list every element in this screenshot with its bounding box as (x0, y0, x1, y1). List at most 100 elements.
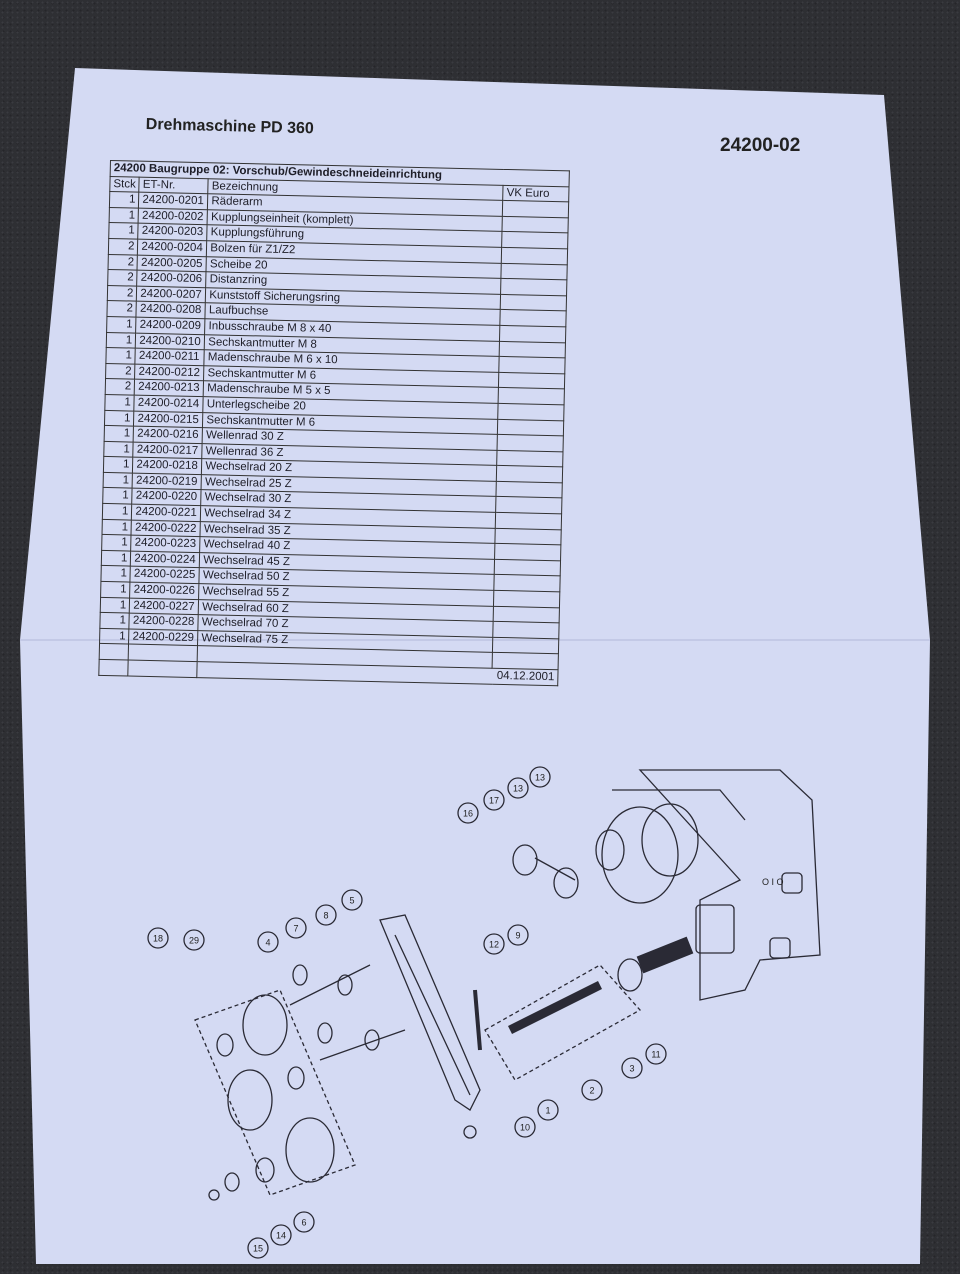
callout-label: 14 (276, 1231, 286, 1241)
cell-price (495, 527, 562, 546)
cell-qty: 1 (103, 456, 134, 473)
callout-label: 13 (535, 773, 545, 783)
cell-qty: 1 (103, 472, 133, 489)
cell-part: 24200-0207 (136, 285, 206, 304)
callout-label: 15 (253, 1244, 263, 1254)
cell-price (499, 325, 566, 343)
coupling-unit (484, 936, 694, 1081)
callout-label: 6 (301, 1218, 306, 1228)
callout-circle (270, 1224, 292, 1246)
cell-part: 24200-0214 (134, 395, 204, 413)
cell-qty: 2 (105, 363, 136, 380)
cell-qty: 1 (101, 550, 132, 567)
cell-part: 24200-0217 (133, 441, 203, 459)
headstock-housing (612, 769, 821, 1001)
cell-part: 24200-0226 (129, 582, 200, 600)
cell-qty: 1 (101, 519, 132, 536)
callout-circle (621, 1057, 643, 1079)
switch-label: O I O (762, 877, 784, 887)
document-code: 24200-02 (720, 135, 801, 156)
cell-part: 24200-0213 (134, 379, 204, 397)
cell-price (501, 262, 568, 281)
cell-price (495, 496, 562, 514)
callout-circle (483, 789, 505, 811)
cell-qty: 1 (108, 222, 139, 240)
cell-qty: 1 (109, 207, 139, 224)
callout-circle (581, 1079, 603, 1101)
callout-label: 16 (463, 809, 473, 819)
cell-price (493, 621, 560, 639)
cell-qty: 1 (100, 581, 131, 598)
cell-qty: 1 (106, 316, 137, 333)
cell-part: 24200-0206 (137, 270, 207, 288)
callout-circle (341, 889, 363, 911)
cell-part: 24200-0218 (132, 457, 203, 475)
cell-qty: 1 (99, 612, 130, 629)
cell-price (496, 481, 563, 499)
cell-qty: 1 (102, 503, 133, 520)
callout-label: 8 (323, 911, 328, 921)
callout-circle (293, 1211, 315, 1233)
callout-label: 4 (265, 938, 270, 948)
cell-qty: 1 (99, 628, 130, 645)
cell-qty: 1 (104, 409, 135, 427)
callout-label: 18 (153, 934, 163, 944)
cell-price (494, 574, 561, 592)
cell-part: 24200-0215 (133, 410, 204, 428)
cell-price (500, 278, 567, 296)
cell-part: 24200-0224 (130, 550, 200, 569)
cell-price (493, 590, 560, 608)
cell-part: 24200-0225 (130, 566, 200, 584)
cell-qty: 2 (108, 238, 139, 255)
cell-price (497, 418, 564, 436)
cell-part: 24200-0219 (132, 472, 202, 491)
cell-price (498, 403, 565, 421)
callout-circle (257, 931, 279, 953)
cell-part: 24200-0229 (128, 628, 199, 647)
cell-price (498, 387, 565, 405)
cell-part: 24200-0202 (138, 207, 208, 226)
callout-circle (483, 933, 505, 955)
cell-part: 24200-0223 (131, 535, 201, 553)
cell-part: 24200-0216 (133, 426, 203, 444)
cell-price (498, 372, 565, 390)
cell-price (499, 356, 566, 374)
callout-circle (457, 802, 479, 824)
cell-part: 24200-0208 (136, 301, 206, 319)
callout-label: 29 (189, 936, 199, 946)
callout-circle (529, 766, 551, 788)
gear-arm (379, 914, 482, 1139)
cell-qty: 2 (108, 254, 138, 271)
cell-part: 24200-0212 (134, 363, 205, 381)
cell-qty: 1 (109, 191, 140, 208)
cell-qty: 1 (100, 597, 130, 614)
callout-circle (645, 1043, 667, 1065)
cell-price (492, 637, 559, 655)
cell-part: 24200-0205 (137, 254, 207, 272)
cell-qty: 2 (107, 285, 138, 302)
callout-circle (537, 1099, 559, 1121)
cell-price (496, 465, 563, 483)
cell-qty: 2 (106, 300, 137, 318)
header-part: ET-Nr. (139, 176, 209, 194)
callout-label: 9 (515, 931, 520, 941)
cell-qty: 1 (104, 425, 134, 442)
cell-part: 24200-0222 (131, 519, 201, 537)
parts-table: 24200 Baugruppe 02: Vorschub/Gewindeschn… (97, 160, 640, 752)
cell-price (493, 605, 560, 624)
cell-qty: 1 (103, 441, 134, 458)
cell-price (497, 434, 564, 452)
cell-qty: 1 (105, 347, 136, 364)
gear-pins (208, 964, 406, 1201)
cell-qty: 1 (100, 565, 131, 583)
callout-circle (507, 924, 529, 946)
callout-label: 2 (589, 1086, 594, 1096)
cell-price (499, 340, 566, 359)
cell-part: 24200-0203 (138, 223, 208, 241)
callout-circle (285, 917, 307, 939)
cell-qty: 1 (102, 487, 133, 505)
